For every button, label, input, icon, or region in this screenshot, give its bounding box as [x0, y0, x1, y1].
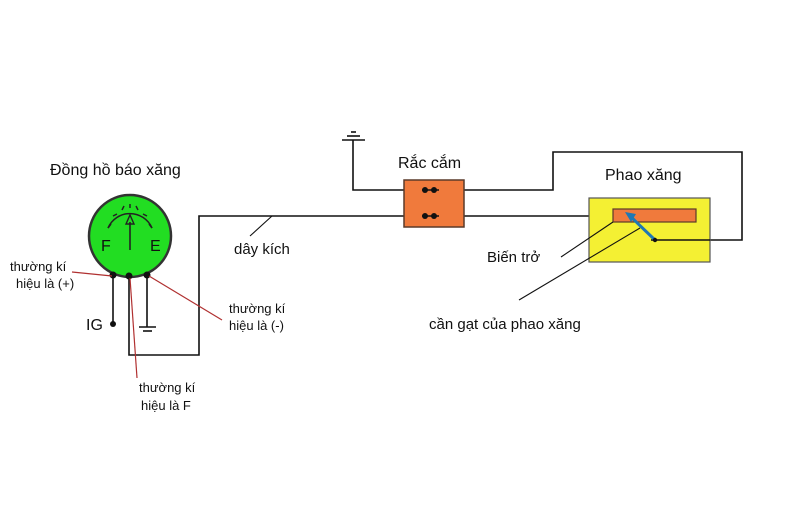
float-arm — [627, 213, 657, 242]
float-unit — [588, 197, 711, 263]
float-unit-label: Phao xăng — [605, 167, 682, 184]
resistor-label: Biến trở — [487, 249, 540, 266]
ground-wire-top — [352, 140, 410, 191]
minus-label-line2: hiệu là (-) — [229, 318, 284, 333]
sender-wire — [128, 215, 410, 356]
connector — [403, 179, 465, 228]
gauge-e-label: E — [150, 238, 161, 255]
minus-label-line1: thường kí — [229, 301, 286, 316]
arm-label: cần gạt của phao xăng — [429, 316, 581, 333]
f-label-line2: hiệu là F — [141, 398, 191, 413]
leader-lines — [71, 271, 223, 379]
terminal-minus — [143, 271, 151, 279]
fuel-gauge: F E — [87, 193, 173, 280]
leader-wire-label — [249, 215, 273, 237]
connector-dot-3 — [422, 213, 428, 219]
plus-label-line1: thường kí — [10, 259, 67, 274]
float-unit-box — [588, 197, 711, 263]
float-leaders — [249, 215, 641, 301]
wire-label: dây kích — [234, 241, 290, 258]
leader-minus — [148, 275, 223, 321]
ground-symbol-top — [342, 131, 365, 141]
connector-label: Rắc cắm — [398, 153, 461, 172]
f-label-line1: thường kí — [139, 380, 196, 395]
leader-resistor — [560, 221, 614, 258]
ig-dot — [110, 321, 116, 327]
gauge-needle-tip — [124, 213, 136, 225]
ground-symbol-gauge — [139, 326, 156, 332]
terminal-plus — [109, 271, 117, 279]
plus-label-line2: hiệu là (+) — [16, 276, 74, 291]
leader-arm — [518, 227, 641, 301]
connector-dot-4 — [431, 213, 437, 219]
leader-plus — [71, 271, 113, 277]
terminal-f — [125, 272, 133, 280]
float-arm-tip — [625, 212, 636, 222]
gauge-f-label: F — [101, 238, 111, 255]
gauge-title: Đồng hồ báo xăng — [50, 162, 181, 179]
float-arm-pivot — [652, 237, 658, 243]
connector-dot-1 — [422, 187, 428, 193]
gauge-ticks — [107, 204, 153, 229]
return-wire — [463, 151, 743, 241]
leader-f — [129, 277, 138, 379]
wires — [112, 140, 743, 356]
connector-dot-2 — [431, 187, 437, 193]
ig-label: IG — [86, 317, 103, 334]
resistor-strip — [612, 208, 697, 223]
